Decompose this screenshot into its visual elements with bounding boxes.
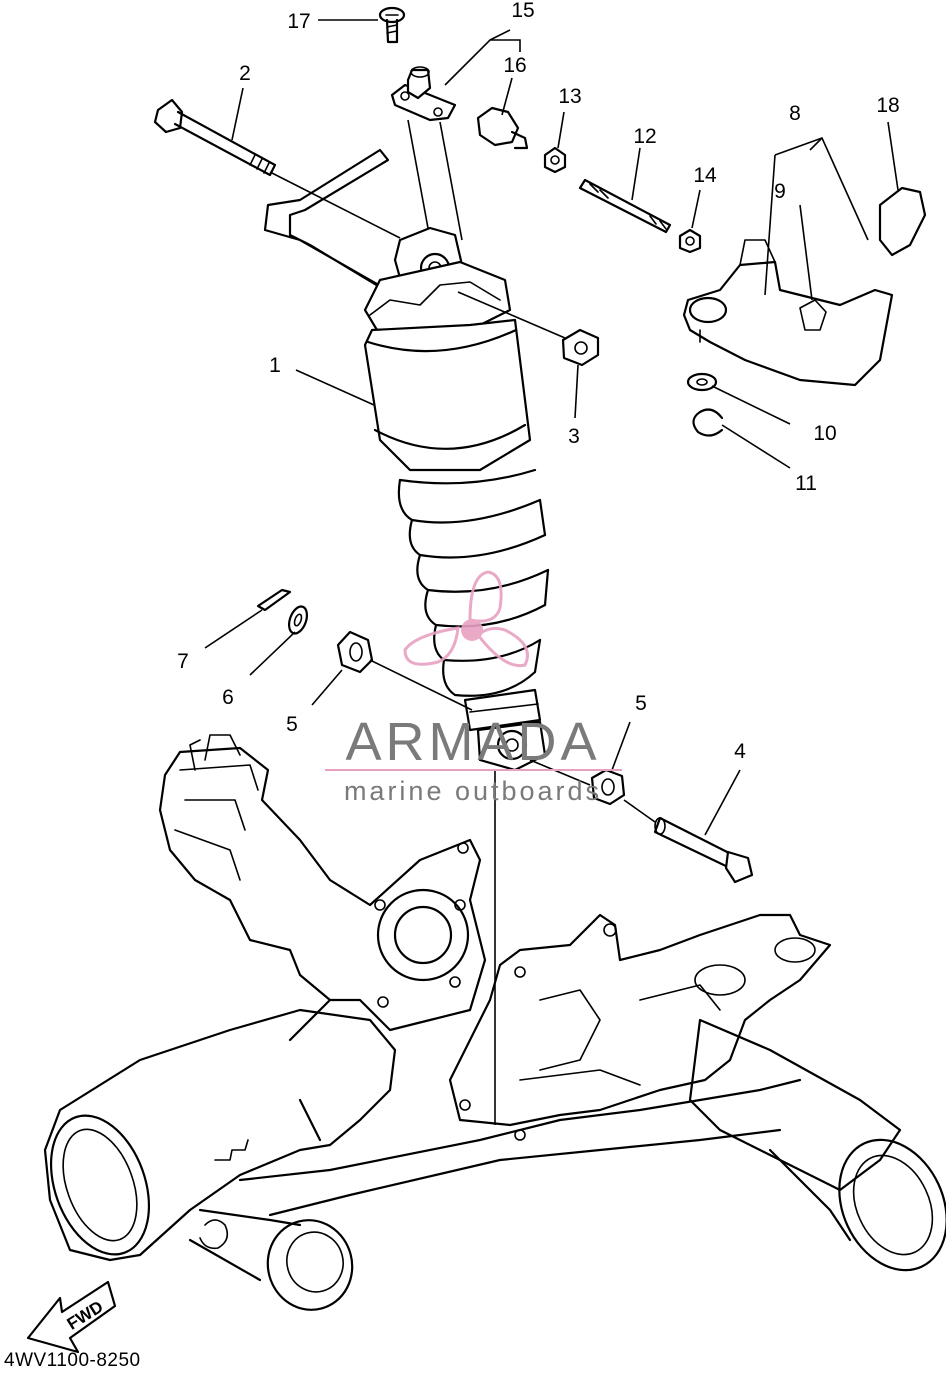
callout-9: 9 [774,180,786,203]
callout-7: 7 [177,650,189,673]
callout-18: 18 [876,94,899,117]
callout-4: 4 [734,740,746,763]
watermark: ARMADA marine outboards [325,570,622,806]
callout-5-left: 5 [286,713,298,736]
cap-16 [476,106,529,150]
cap-18 [878,186,927,257]
pin-7 [256,588,292,612]
callout-17: 17 [287,10,310,33]
callout-10: 10 [813,422,836,445]
drawing-code: 4WV1100-8250 [4,1350,141,1370]
nut-13 [543,146,567,174]
callout-8: 8 [789,102,801,125]
leader-lines [204,19,899,836]
callout-12: 12 [633,125,656,148]
callout-14: 14 [693,164,717,187]
screw-17 [378,6,406,44]
swingarm [43,734,946,1311]
watermark-propeller-icon [403,570,529,668]
rod-12 [578,178,672,234]
callout-11: 11 [795,472,817,495]
callout-16: 16 [503,54,526,77]
callout-1: 1 [269,354,281,377]
circlip-11 [692,408,724,437]
shock-absorber [263,148,550,772]
nut-3 [561,328,600,367]
fwd-arrow-icon: FWD [26,1280,117,1354]
bolt-4 [653,816,754,884]
bolt-2 [153,98,277,177]
callout-6: 6 [222,686,234,709]
washer-6 [287,605,309,635]
watermark-subtitle: marine outboards [344,776,602,806]
callout-labels: 1 2 3 4 5 5 6 7 8 9 10 11 12 13 14 15 16… [177,0,900,763]
nut-14 [678,228,702,254]
coil-spring [397,468,550,697]
bracket-8 [682,239,894,387]
callout-5-right: 5 [635,692,647,715]
callout-15: 15 [511,0,534,22]
callout-3: 3 [568,425,580,448]
watermark-brand: ARMADA [345,712,600,772]
callout-2: 2 [239,62,251,85]
bracket-15 [390,66,457,122]
bushing-5-right [590,768,626,806]
washer-10 [686,372,718,392]
callout-13: 13 [558,85,581,108]
bushing-5-left [336,630,374,674]
